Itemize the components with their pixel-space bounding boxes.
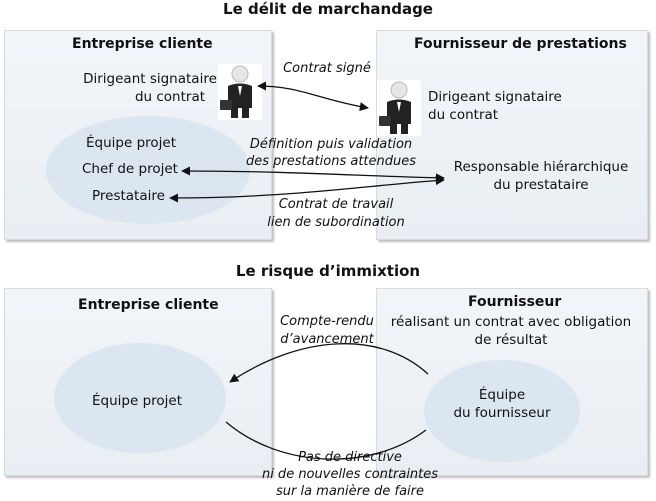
client-panel-heading-2: Entreprise cliente — [78, 297, 219, 313]
work-contract-label-line2: lien de subordination — [267, 215, 405, 230]
client-panel-heading-1: Entreprise cliente — [72, 36, 213, 52]
directive-label-line2: ni de nouvelles contraintes — [261, 467, 439, 482]
supplier-panel-1 — [376, 30, 648, 240]
work-contract-arrow — [169, 176, 445, 203]
client-signatory-line2: du contrat — [134, 89, 206, 105]
definition-label-line2: des prestations attendues — [245, 154, 417, 169]
definition-arrow — [181, 166, 445, 183]
definition-label-line1: Définition puis validation — [249, 137, 413, 152]
businessman-icon-supplier — [377, 80, 421, 136]
supplier-team-ellipse — [424, 360, 580, 462]
contract-signed-label: Contrat signé — [283, 61, 371, 76]
supplier-panel-heading-2: Fournisseur — [468, 294, 562, 310]
client-team-label-1: Équipe projet — [86, 135, 177, 151]
supplier-team-line1: Équipe — [478, 387, 526, 403]
supplier-panel-heading-1: Fournisseur de prestations — [414, 36, 627, 52]
manager-line2: du prestataire — [493, 177, 589, 193]
manager-line1: Responsable hiérarchique — [453, 159, 629, 175]
supplier-subheading-line1: réalisant un contrat avec obligation — [390, 314, 632, 330]
diagram1-title: Le délit de marchandage — [223, 0, 433, 18]
contract-signed-arrow — [257, 81, 369, 112]
chef-de-projet-label: Chef de projet — [82, 161, 178, 177]
report-arrow — [229, 343, 429, 383]
diagram2-title: Le risque d’immixtion — [235, 262, 421, 280]
report-label-line1: Compte-rendu — [280, 314, 374, 329]
supplier-signatory-line1: Dirigeant signataire — [428, 89, 562, 105]
businessman-icon-client — [218, 64, 262, 120]
supplier-team-line2: du fournisseur — [453, 405, 551, 421]
client-signatory-line1: Dirigeant signataire — [83, 71, 217, 87]
directive-line — [225, 421, 427, 460]
client-team-label-2: Équipe projet — [92, 393, 183, 409]
supplier-subheading-line2: de résultat — [474, 332, 548, 348]
prestataire-label: Prestataire — [92, 188, 165, 204]
directive-label-line3: sur la manière de faire — [275, 484, 425, 499]
client-team-ellipse-2 — [54, 343, 226, 453]
supplier-signatory-line2: du contrat — [428, 107, 499, 123]
